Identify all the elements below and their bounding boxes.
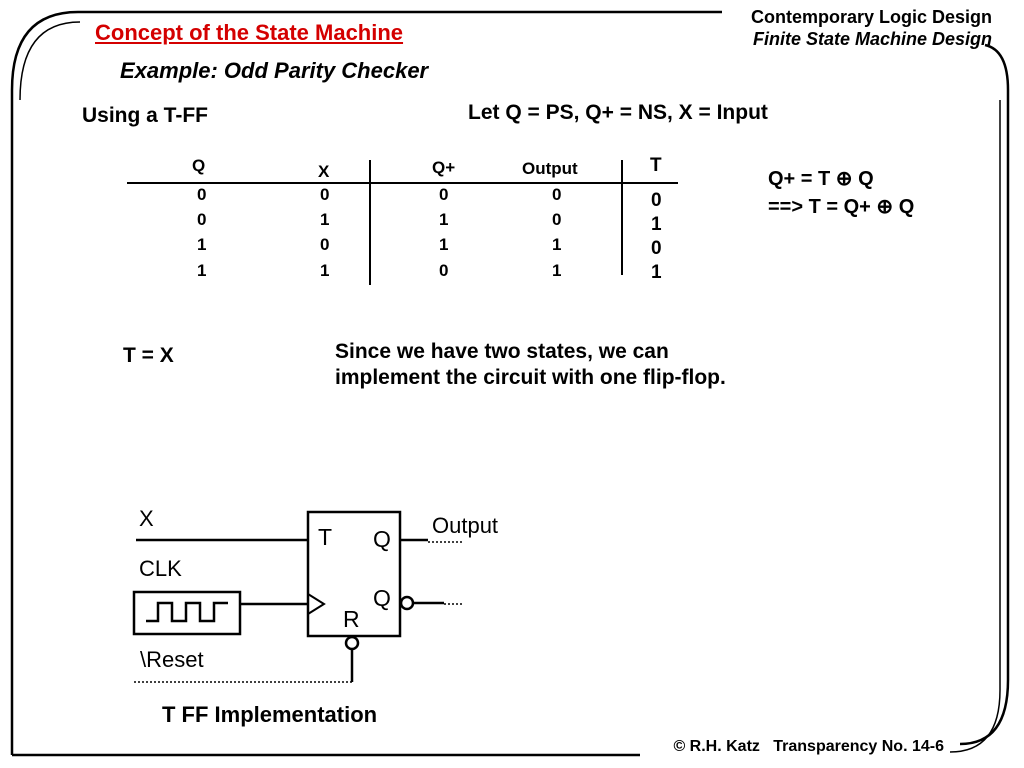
table-cell: 0 — [552, 210, 562, 229]
header-t: T — [650, 155, 662, 176]
header-q: Q — [192, 156, 206, 175]
slide-subtitle: Example: Odd Parity Checker — [120, 58, 429, 83]
using-tff-label: Using a T-FF — [82, 104, 208, 127]
table-cell: 1 — [552, 261, 562, 280]
table-cell: 1 — [439, 235, 449, 254]
book-title: Contemporary Logic Design — [750, 7, 992, 27]
table-cell: 1 — [439, 210, 449, 229]
table-cell: 1 — [197, 261, 207, 280]
table-cell: 1 — [552, 235, 562, 254]
let-statement: Let Q = PS, Q+ = NS, X = Input — [468, 101, 768, 124]
table-cell: 0 — [320, 185, 330, 204]
table-cell: 1 — [320, 210, 330, 229]
transparency-number: Transparency No. 14-6 — [773, 738, 944, 755]
header-x: X — [318, 162, 330, 181]
header-qplus: Q+ — [432, 158, 456, 177]
table-cell: 0 — [320, 235, 330, 254]
table-cell: 0 — [552, 185, 562, 204]
ff-r-pin: R — [343, 606, 360, 632]
circuit-clk-label: CLK — [139, 556, 182, 581]
equation-qplus: Q+ = T ⊕ Q — [768, 168, 874, 190]
circuit-reset-label: \Reset — [140, 647, 204, 672]
table-cell: 0 — [439, 185, 449, 204]
copyright-text: © R.H. Katz — [673, 738, 760, 755]
t-value: 1 — [651, 262, 662, 283]
equation-t-equals-x: T = X — [123, 344, 174, 367]
explanation-note: Since we have two states, we can impleme… — [335, 340, 726, 389]
table-cell: 0 — [197, 185, 207, 204]
t-value: 1 — [651, 214, 662, 235]
t-value: 0 — [651, 190, 662, 211]
chapter-title: Finite State Machine Design — [752, 29, 992, 49]
ff-q-pin: Q — [373, 526, 391, 552]
circuit-input-x: X — [139, 506, 154, 531]
ff-t-pin: T — [318, 524, 333, 550]
table-cell: 0 — [439, 261, 449, 280]
equation-t: ==> T = Q+ ⊕ Q — [768, 196, 915, 218]
circuit-output-label: Output — [432, 513, 499, 538]
circuit-caption: T FF Implementation — [162, 702, 378, 727]
table-cell: 1 — [320, 261, 330, 280]
t-value: 0 — [651, 238, 662, 259]
footer-copyright: © R.H. Katz Transparency No. 14-6 — [673, 738, 944, 756]
slide-title: Concept of the State Machine — [95, 20, 404, 45]
header-output: Output — [522, 159, 578, 178]
table-cell: 0 — [197, 210, 207, 229]
ff-qbar-pin: Q — [373, 585, 391, 611]
table-cell: 1 — [197, 235, 207, 254]
